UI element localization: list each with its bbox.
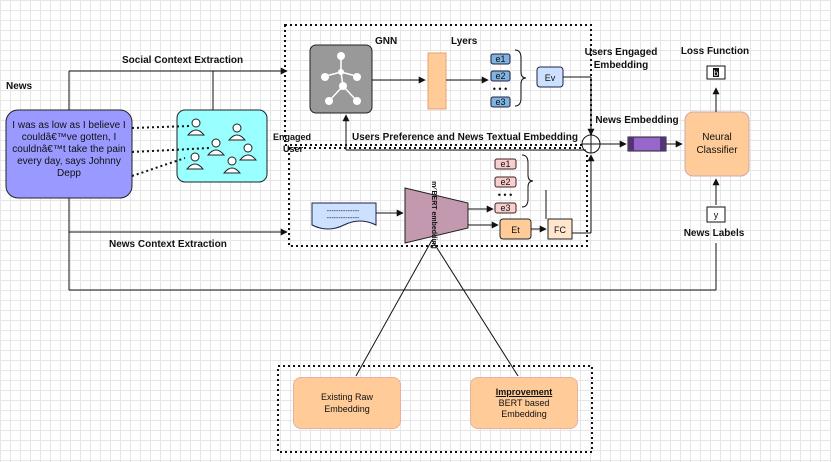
fc-box — [547, 218, 573, 240]
users-engaged-label-2: Embedding — [594, 60, 648, 71]
neural-classifier-box — [684, 111, 750, 177]
text-brace — [521, 154, 534, 208]
news-context-region — [288, 147, 588, 247]
fc-text: FC — [554, 225, 566, 235]
social-context-label: Social Context Extraction — [122, 55, 243, 66]
layers-box — [427, 52, 447, 110]
bert-encoder — [404, 187, 469, 244]
lyers-label: Lyers — [451, 36, 478, 47]
users-preference-label: Users Preference and News Textual Embedd… — [352, 132, 578, 143]
bert-to-improvement-line — [431, 239, 519, 377]
text-embedding-e1 — [494, 158, 517, 170]
loss-function-label: Loss Function — [681, 46, 749, 57]
news-text: I was as low as I believe I couldâ€™ve g… — [12, 120, 126, 179]
improvement-body: BERT based Embedding — [498, 397, 550, 419]
et-text: Et — [511, 225, 520, 235]
ev-text: Ev — [545, 73, 556, 83]
news-labels-label: News Labels — [684, 228, 745, 239]
news-context-label: News Context Extraction — [109, 239, 227, 250]
bert-label: m⁄ BERT embedding — [430, 181, 437, 249]
text-ellipsis: • • • — [498, 190, 512, 200]
gnn-embedding-e3 — [490, 96, 511, 108]
news-embedding-label: News Embedding — [595, 115, 678, 126]
gnn-e1-text: e1 — [495, 54, 505, 64]
gnn-e3-text: e3 — [495, 97, 505, 107]
y-text: y — [714, 210, 719, 220]
neural-classifier-text: Neural Classifier — [696, 132, 738, 156]
gnn-brace — [514, 49, 527, 107]
existing-raw-embedding-box: Existing Raw Embedding — [293, 377, 401, 429]
improvement-box: Improvement BERT based Embedding — [470, 377, 578, 429]
gnn-embedding-e1 — [490, 53, 511, 65]
text-e3-text: e3 — [500, 203, 510, 213]
text-e2-text: e2 — [500, 177, 510, 187]
gnn-box — [309, 44, 373, 114]
gnn-embedding-e2 — [490, 70, 511, 82]
bert-to-existing-line — [355, 239, 433, 377]
gnn-label: GNN — [375, 36, 397, 47]
user-group-box — [176, 109, 268, 183]
users-engaged-label-1: Users Engaged — [585, 47, 658, 58]
y-box — [706, 206, 726, 223]
engaged-user-label-2: User — [283, 144, 304, 154]
doc-line-1: -------------- — [327, 208, 360, 215]
embedding-choice-region — [277, 365, 593, 453]
text-embedding-e2 — [494, 176, 517, 188]
text-embedding-e3 — [494, 202, 517, 214]
users-icon — [185, 118, 258, 174]
doc-line-2: -------------- — [327, 215, 360, 222]
improvement-title: Improvement — [495, 386, 553, 397]
engaged-user-label-1: Engaged — [273, 132, 311, 142]
gnn-ellipsis: • • • — [493, 84, 507, 94]
news-label: News — [6, 81, 33, 92]
gnn-e2-text: e2 — [495, 71, 505, 81]
document-icon — [311, 202, 377, 230]
existing-raw-embedding-text: Existing Raw Embedding — [320, 392, 374, 414]
text-e1-text: e1 — [500, 159, 510, 169]
loss-symbol: b — [714, 69, 719, 78]
news-user-links — [131, 125, 211, 177]
